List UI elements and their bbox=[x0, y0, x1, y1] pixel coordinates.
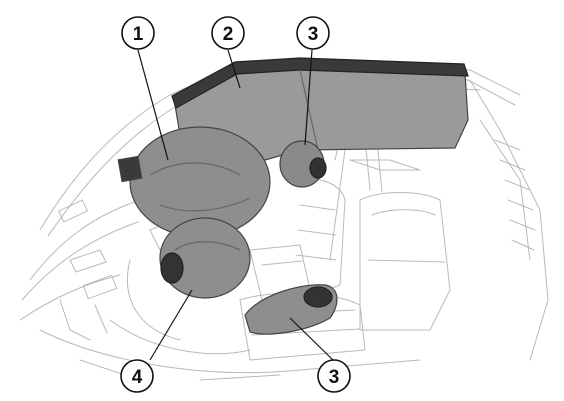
knee-airbag bbox=[159, 217, 251, 299]
callout-4-label: 4 bbox=[132, 367, 143, 388]
callout-2-label: 2 bbox=[223, 24, 234, 45]
callout-2: 2 bbox=[211, 16, 245, 50]
airbags bbox=[117, 57, 469, 335]
callout-3-lower: 3 bbox=[317, 359, 351, 393]
callout-3-upper-label: 3 bbox=[308, 24, 319, 45]
callout-3-lower-label: 3 bbox=[329, 367, 340, 388]
callouts: 1 2 3 3 4 bbox=[120, 16, 351, 393]
callout-1-label: 1 bbox=[133, 24, 144, 45]
callout-4: 4 bbox=[120, 359, 154, 393]
leader-lines bbox=[137, 49, 334, 361]
leader-line-3-lower bbox=[289, 317, 334, 361]
leader-line-3-upper bbox=[304, 49, 313, 146]
leader-line-4 bbox=[149, 289, 193, 361]
callout-1: 1 bbox=[121, 16, 155, 50]
airbag-module-cover bbox=[117, 155, 143, 183]
leader-line-2 bbox=[227, 49, 241, 89]
leader-line-1 bbox=[137, 49, 169, 161]
callout-3-upper: 3 bbox=[296, 16, 330, 50]
